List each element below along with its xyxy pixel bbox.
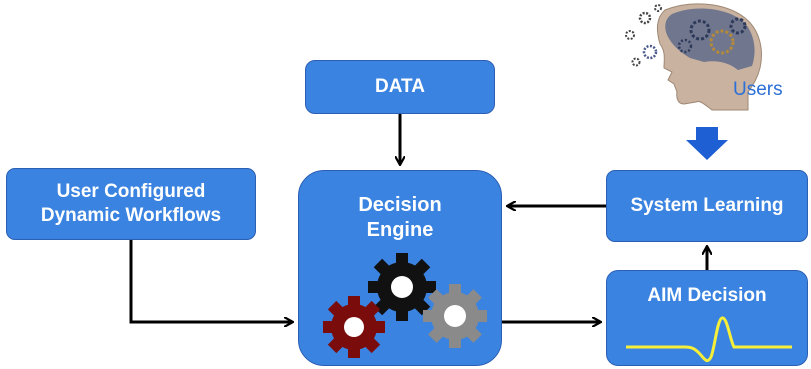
aim-decision-node: AIM Decision: [606, 270, 808, 366]
black-gear-icon: [368, 253, 436, 321]
system-learning-node: System Learning: [606, 170, 808, 242]
system-learning-label: System Learning: [630, 195, 784, 217]
users-down-arrow-icon: [686, 127, 728, 160]
users-label: Users: [733, 79, 783, 100]
workflows-label-line1: User Configured: [56, 181, 206, 203]
gray-gear-icon: [423, 284, 487, 348]
arrow-workflows-to-engine: [129, 240, 292, 322]
brain-gears-head-icon: [625, 3, 762, 111]
workflows-label-line2: Dynamic Workflows: [40, 205, 222, 226]
aim-decision-label: AIM Decision: [647, 285, 767, 306]
red-gear-icon: [323, 296, 385, 358]
engine-label-line1: Decision: [358, 194, 442, 216]
user-configured-workflows-node: User Configured Dynamic Workflows: [6, 168, 256, 240]
data-node: DATA: [305, 60, 495, 114]
decision-waveform-icon: [626, 316, 792, 363]
engine-label-line2: Engine: [366, 219, 434, 241]
data-node-label: DATA: [375, 76, 425, 98]
